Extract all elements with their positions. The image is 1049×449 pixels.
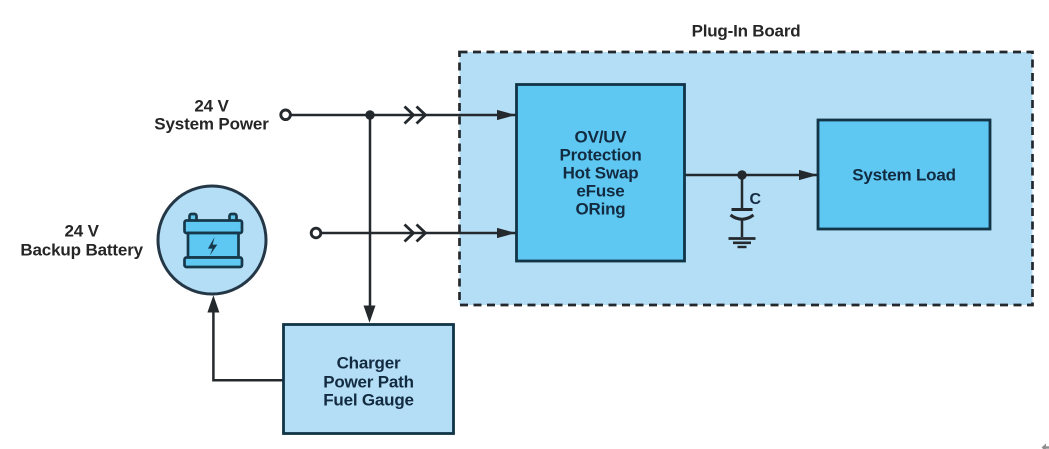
svg-text:C: C (750, 191, 762, 208)
svg-text:System Load: System Load (852, 165, 956, 184)
svg-text:eFuse: eFuse (576, 181, 624, 200)
svg-text:24 V: 24 V (194, 97, 229, 116)
svg-text:24 V: 24 V (65, 222, 100, 241)
svg-text:Charger: Charger (337, 354, 401, 373)
svg-text:Fuel Gauge: Fuel Gauge (323, 391, 414, 410)
svg-text:Power Path: Power Path (323, 372, 414, 391)
svg-text:OV/UV: OV/UV (575, 127, 628, 146)
svg-text:Hot Swap: Hot Swap (563, 163, 639, 182)
svg-text:ORing: ORing (576, 199, 626, 218)
svg-text:System Power: System Power (154, 114, 269, 133)
svg-text:Backup Battery: Backup Battery (20, 240, 143, 259)
svg-text:Protection: Protection (559, 145, 641, 164)
svg-text:Plug-In Board: Plug-In Board (692, 22, 801, 41)
